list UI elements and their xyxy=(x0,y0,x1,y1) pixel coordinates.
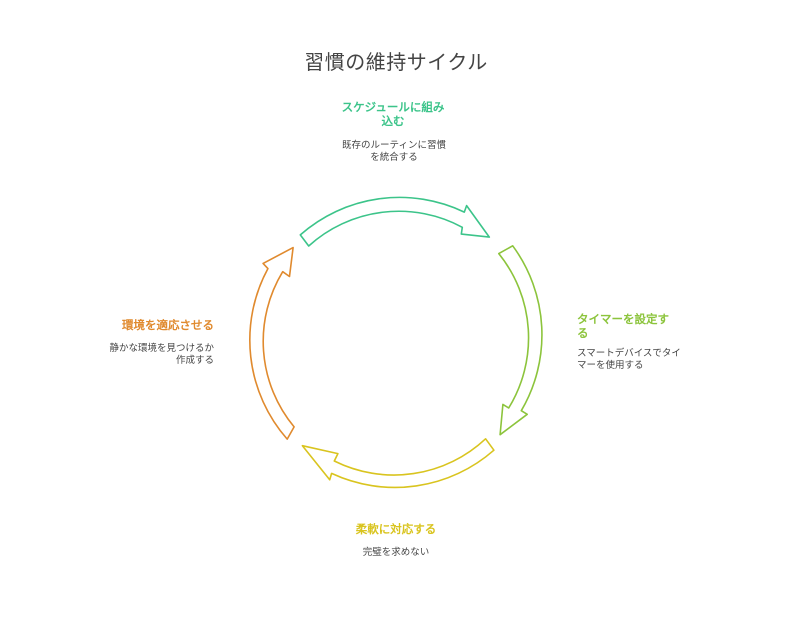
arrow-adapt xyxy=(301,438,495,489)
arrow-schedule xyxy=(299,196,491,247)
step-description-environment: 静かな環境を見つけるか作成する xyxy=(109,343,214,366)
step-label-environment: 環境を適応させる xyxy=(122,318,214,332)
step-description-schedule: 既存のルーティンに習慣を統合する xyxy=(342,140,446,163)
step-description-timer: スマートデバイスでタイマーを使用する xyxy=(577,348,681,371)
step-label-timer: タイマーを設定する xyxy=(577,312,669,340)
diagram-title: 習慣の維持サイクル xyxy=(304,50,488,74)
arrow-timer xyxy=(498,245,543,436)
step-label-schedule: スケジュールに組み込む xyxy=(341,100,445,128)
arrow-environment xyxy=(249,246,295,440)
step-description-adapt: 完璧を求めない xyxy=(362,547,430,558)
step-label-adapt: 柔軟に対応する xyxy=(355,522,437,536)
